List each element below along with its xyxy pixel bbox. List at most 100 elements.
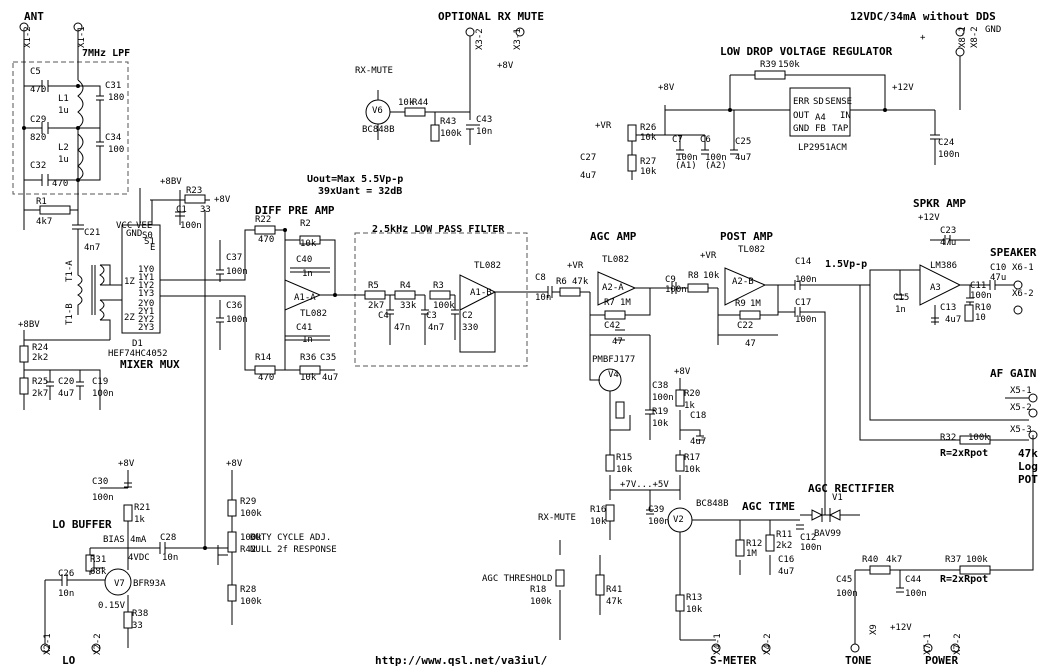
label-c40v: 1n	[302, 269, 313, 279]
section-labels: ANT 7MHz LPF OPTIONAL RX MUTE 12VDC/34mA…	[24, 10, 1038, 667]
label-r10v: 10	[975, 313, 986, 323]
label-p1y2: 1Y2	[138, 281, 154, 291]
label-c11v: 100n	[970, 291, 992, 301]
lo-buffer	[40, 470, 205, 653]
input-network	[23, 200, 84, 260]
label-r8v: 10k	[703, 271, 720, 281]
gain-note: 39xUant = 32dB	[318, 186, 402, 197]
label-c15: C15	[893, 293, 909, 303]
label-r13v: 10k	[686, 605, 703, 615]
label-c22v: 47	[745, 339, 756, 349]
label-c19: C19	[92, 377, 108, 387]
label-r15: R15	[616, 453, 632, 463]
lpf25-title: 2.5kHz LOW PASS FILTER	[372, 224, 505, 235]
agc-detector	[555, 378, 804, 653]
label-c25: C25	[735, 137, 751, 147]
label-c39v: 100n	[648, 517, 670, 527]
label-r20: R20	[684, 389, 700, 399]
label-r44: R44	[412, 98, 428, 108]
label-r2: R2	[300, 219, 311, 229]
label-plus: +	[920, 33, 926, 43]
label-r12v: 1M	[746, 549, 757, 559]
label-x1-1: X1-1	[77, 26, 87, 48]
label-c11: C11	[970, 281, 986, 291]
label-r31: R31	[90, 555, 106, 565]
label-r11: R11	[776, 530, 792, 540]
jfet-v4	[589, 335, 655, 460]
label-p8bv: +8BV	[18, 320, 40, 330]
tone-network	[850, 435, 1034, 653]
label-a2a: A2-A	[602, 283, 624, 293]
label-x4-2: X4-2	[763, 633, 773, 655]
label-c44v: 100n	[905, 589, 927, 599]
label-c35: C35	[320, 353, 336, 363]
label-c21: C21	[84, 228, 100, 238]
label-r40: R40	[862, 555, 878, 565]
label-x2-1: X2-1	[43, 633, 53, 655]
label-s1: S1	[144, 237, 155, 247]
label-v2: V2	[673, 515, 684, 525]
label-c44: C44	[905, 575, 921, 585]
label-r24: R24	[32, 343, 48, 353]
label-c7a: (A1)	[675, 161, 697, 171]
label-sense: SENSE	[825, 97, 852, 107]
rx-mute-circuit	[365, 27, 525, 145]
label-c28v: 10n	[162, 553, 178, 563]
label-p12v: +12V	[892, 83, 914, 93]
label-r36: R36	[300, 353, 316, 363]
label-r13: R13	[686, 593, 702, 603]
label-p8bv2: +8BV	[160, 177, 182, 187]
label-r23v: 33	[200, 205, 211, 215]
label-l2: L2	[58, 143, 69, 153]
label-c21v: 4n7	[84, 243, 100, 253]
label-r5: R5	[368, 281, 379, 291]
s-meter-label: S-METER	[710, 654, 757, 667]
label-r20v: 1k	[684, 401, 695, 411]
label-x4-1: X4-1	[713, 633, 723, 655]
label-v4n: PMBFJ177	[592, 355, 635, 365]
label-c2: C2	[462, 311, 473, 321]
label-x5-1: X5-1	[1010, 386, 1032, 396]
label-r25v: 2k7	[32, 389, 48, 399]
label-c39: C39	[648, 505, 664, 515]
agc-rectifier-title: AGC RECTIFIER	[808, 482, 894, 495]
label-x7-2: X7-2	[953, 633, 963, 655]
label-r41: R41	[606, 585, 622, 595]
lpf-network	[22, 62, 104, 200]
label-c29v: 820	[30, 133, 46, 143]
source-url: http://www.qsl.net/va3iul/	[375, 654, 548, 667]
ant-title: ANT	[24, 10, 44, 23]
label-v1: V1	[832, 493, 843, 503]
transformer-t1	[77, 260, 125, 340]
label-r16v: 10k	[590, 517, 607, 527]
label-c16: C16	[778, 555, 794, 565]
label-r31v: 68k	[90, 567, 107, 577]
label-c13v: 4u7	[945, 315, 961, 325]
label-c41: C41	[296, 323, 312, 333]
label-d1v: HEF74HC4052	[108, 349, 168, 359]
label-p8v6: +8V	[674, 367, 691, 377]
label-r22: R22	[255, 215, 271, 225]
label-c30v: 100n	[92, 493, 114, 503]
label-x3-1: X3-1	[513, 28, 523, 50]
label-r22v: 470	[258, 235, 274, 245]
duty-note-1: DUTY CYCLE ADJ.	[250, 533, 331, 543]
rpot-note-2: R=2xRpot	[940, 574, 988, 585]
label-r44v: 10k	[398, 98, 415, 108]
power-note: 12VDC/34mA without DDS	[850, 10, 996, 23]
label-c26: C26	[58, 569, 74, 579]
label-x5-3: X5-3	[1010, 425, 1032, 435]
label-r9v: 1M	[750, 299, 761, 309]
label-a1b: A1-B	[470, 288, 492, 298]
pot-label: POT	[1018, 473, 1038, 486]
label-x3-2: X3-2	[475, 28, 485, 50]
label-p12v2: +12V	[918, 213, 940, 223]
label-c2v: 330	[462, 323, 478, 333]
label-r32v: 100k	[968, 433, 990, 443]
agc-amp	[540, 271, 665, 345]
label-r25: R25	[32, 377, 48, 387]
label-a1a: A1-A	[294, 293, 316, 303]
label-p8v2: +8V	[497, 61, 514, 71]
label-r39v: 150k	[778, 60, 800, 70]
